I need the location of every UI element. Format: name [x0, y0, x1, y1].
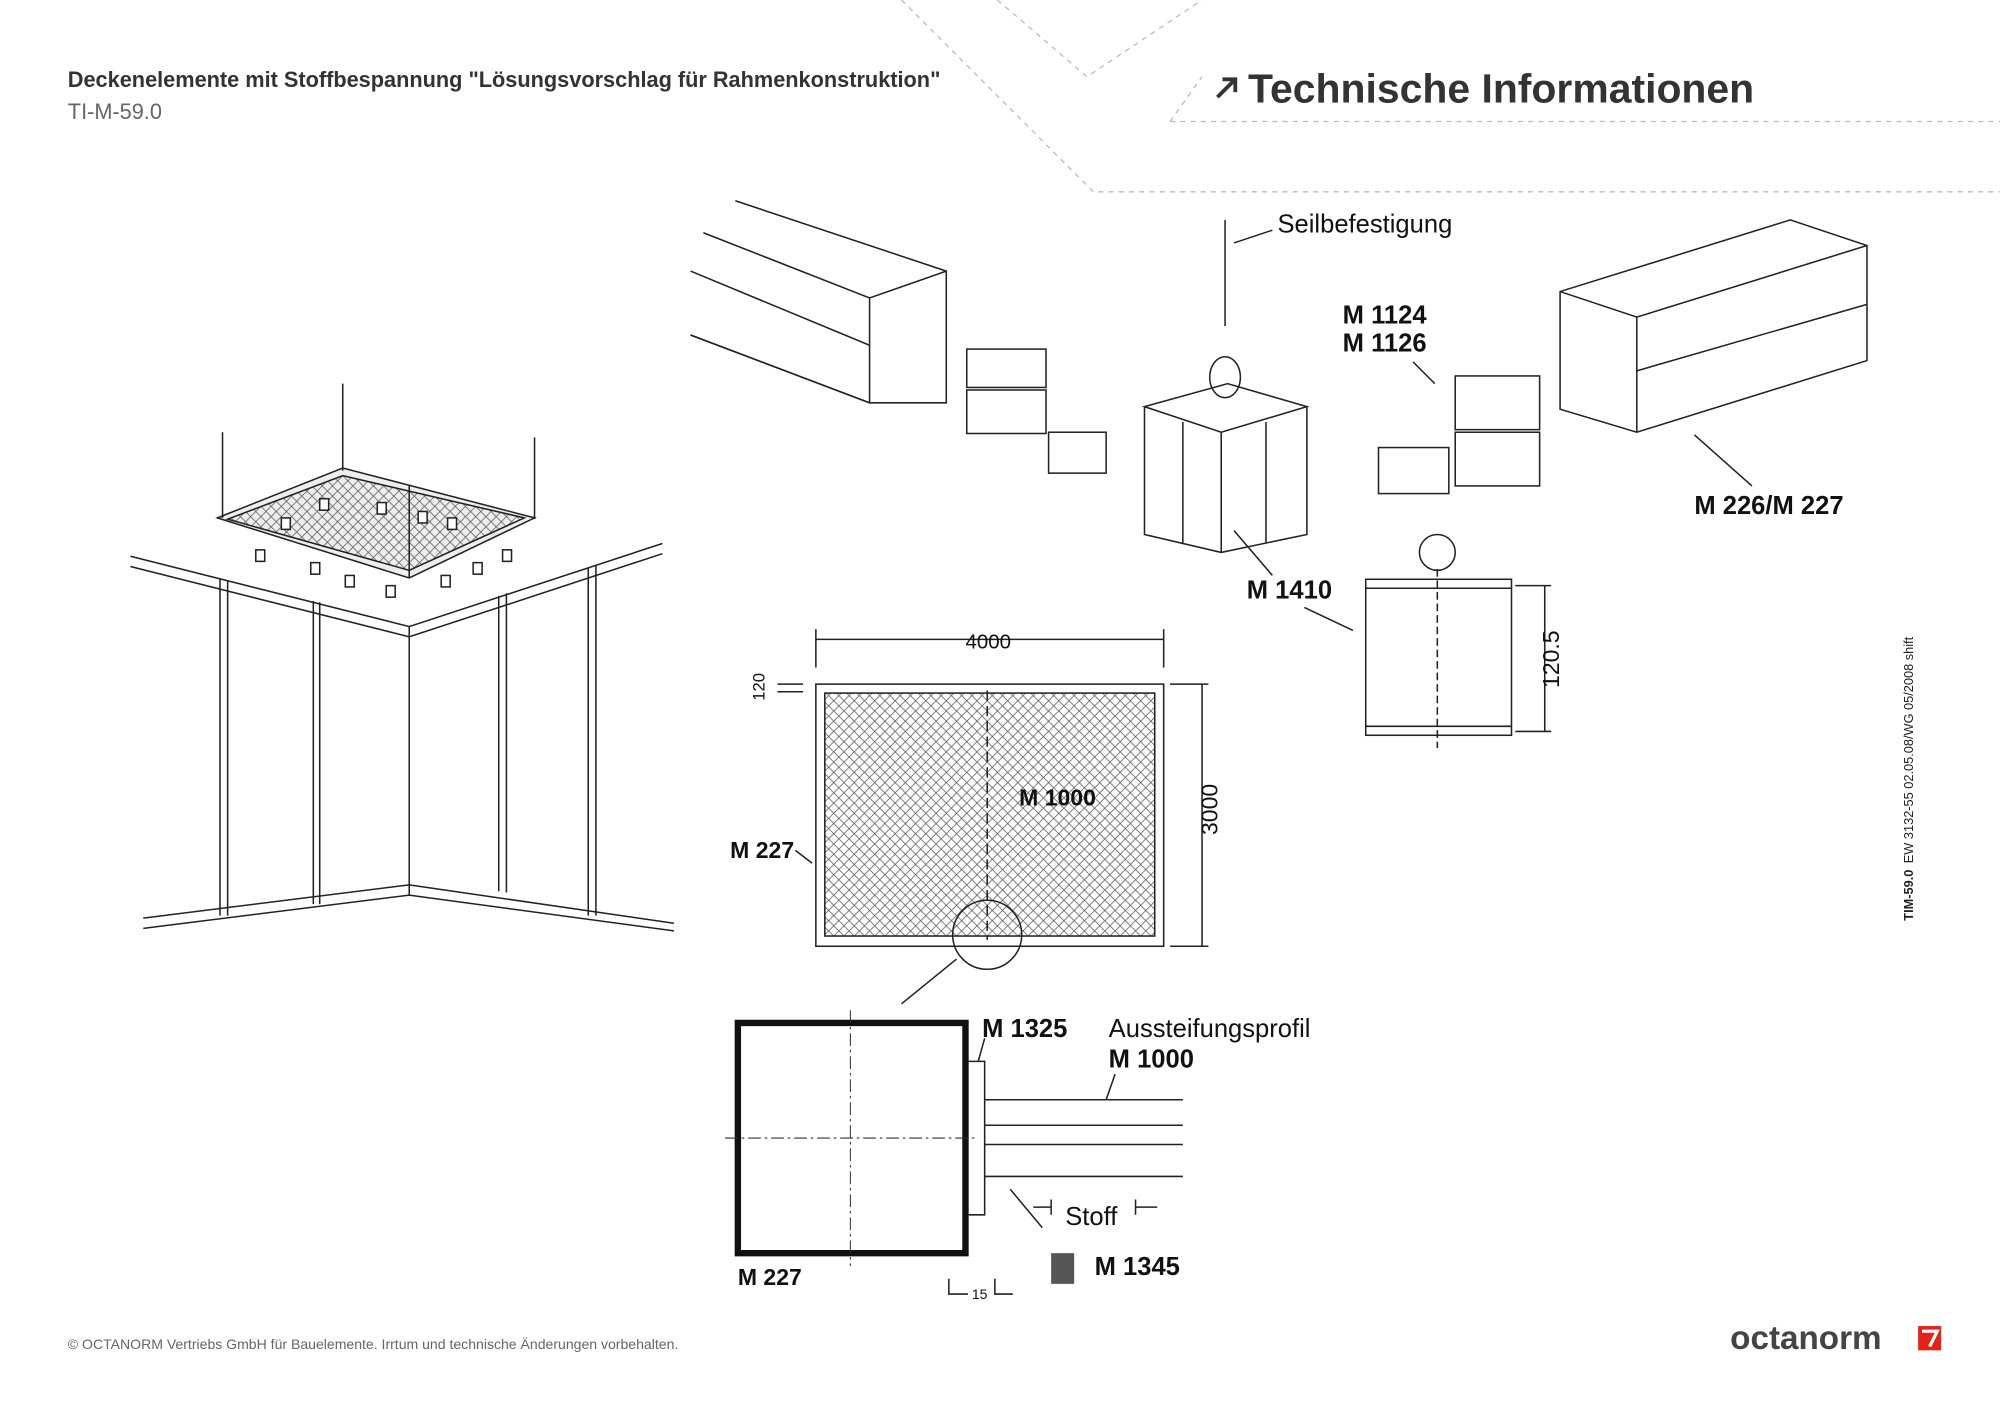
- label-stoff: Stoff: [1065, 1203, 1118, 1231]
- octanorm-logo: octanorm: [1730, 1320, 1881, 1357]
- hanger-block-illustration: [1141, 219, 1310, 554]
- document-id: TI-M-59.0: [68, 99, 162, 124]
- label-m227-detail: M 227: [738, 1264, 802, 1290]
- copyright-text: © OCTANORM Vertriebs GmbH für Bauelement…: [68, 1336, 678, 1352]
- leader-lines: [1233, 229, 1753, 632]
- dimension-4000: 4000: [965, 630, 1010, 653]
- label-m227-plan: M 227: [730, 837, 794, 863]
- label-m1126: M 1126: [1343, 330, 1427, 358]
- label-m1325: M 1325: [982, 1015, 1067, 1043]
- dimension-15: 15: [972, 1286, 988, 1302]
- document-title: Deckenelemente mit Stoffbespannung "Lösu…: [68, 67, 941, 92]
- dimension-120-5: 120.5: [1538, 630, 1564, 688]
- label-m1345: M 1345: [1095, 1253, 1180, 1281]
- side-note-info: EW 3132-55 02.05.08/WG 05/2008 shift: [1901, 636, 1916, 863]
- detail-section: [725, 1010, 1183, 1295]
- profile-left-illustration: [690, 200, 1107, 474]
- label-m1410: M 1410: [1247, 576, 1332, 604]
- side-note-code: TIM-59.0: [1901, 870, 1916, 921]
- label-m226-m227: M 226/M 227: [1694, 492, 1843, 520]
- dimension-120: 120: [750, 673, 769, 701]
- section-title: Technische Informationen: [1248, 65, 1754, 111]
- label-m1000-plan: M 1000: [1019, 785, 1096, 811]
- label-m1000-detail: M 1000: [1109, 1046, 1194, 1074]
- octanorm-logo-mark-icon: [1918, 1326, 1942, 1351]
- dimension-3000: 3000: [1196, 784, 1222, 835]
- label-m1124: M 1124: [1343, 302, 1428, 330]
- label-seilbefestigung: Seilbefestigung: [1277, 211, 1452, 239]
- side-note: TIM-59.0 EW 3132-55 02.05.08/WG 05/2008 s…: [1901, 636, 1916, 920]
- arrow-up-right-icon: [1216, 77, 1238, 99]
- profile-right-illustration: [1377, 219, 1868, 495]
- side-view-m1410: [1364, 533, 1552, 749]
- plan-view: [777, 629, 1209, 1005]
- background-dashed-lines: [901, 0, 2000, 193]
- room-illustration: [130, 383, 675, 932]
- label-aussteifungsprofil: Aussteifungsprofil: [1109, 1015, 1311, 1043]
